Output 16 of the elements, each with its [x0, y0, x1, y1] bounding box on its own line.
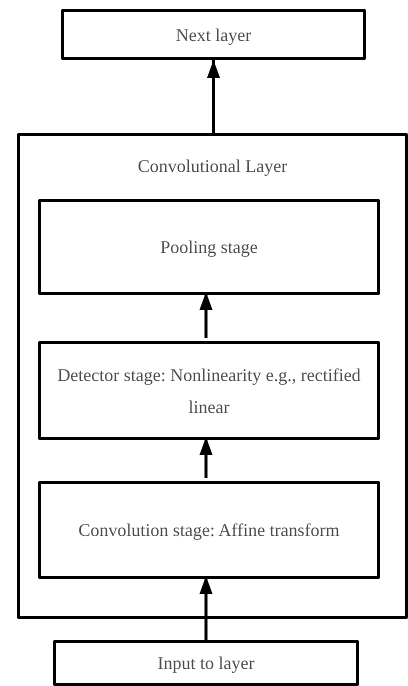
- layer-box: [61, 9, 366, 60]
- box-label: Detector stage: Nonlinearity e.g., rectified linear: [56, 364, 362, 418]
- arrow: [199, 437, 213, 478]
- box-label: Pooling stage: [159, 236, 259, 259]
- box-label: Input to layer: [156, 652, 256, 675]
- layer-box: [53, 640, 359, 686]
- arrow: [199, 292, 213, 338]
- container-title: Convolutional Layer: [136, 155, 288, 178]
- box-label: Next layer: [174, 24, 252, 47]
- layer-container: [17, 133, 408, 619]
- box-label: Convolution stage: Affine transform: [77, 519, 341, 542]
- stage-box: [38, 199, 380, 295]
- stage-box: [38, 341, 380, 440]
- arrow: [199, 576, 213, 640]
- stage-box: [38, 481, 380, 579]
- arrow: [206, 60, 220, 133]
